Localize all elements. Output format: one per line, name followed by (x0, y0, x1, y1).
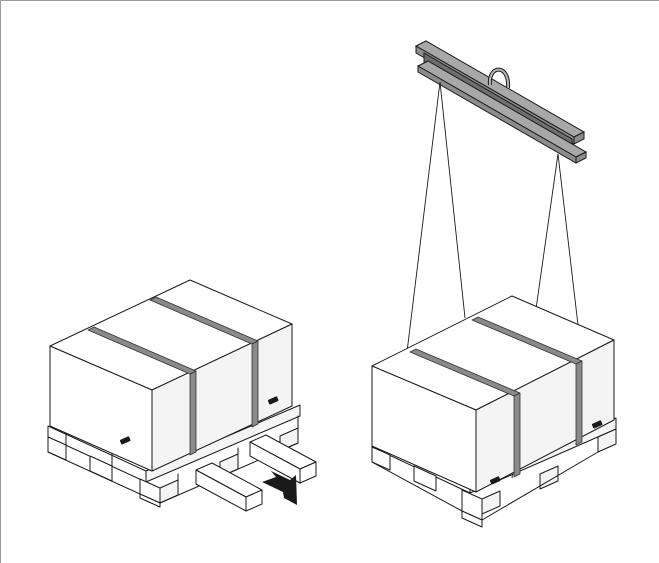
sling-line (439, 81, 466, 319)
pallet-bottom-edge (481, 451, 599, 521)
handle-slot-icon (119, 436, 131, 445)
handle-slot-icon (489, 476, 501, 485)
handle-slot-icon (591, 420, 603, 429)
sling-line (406, 81, 441, 353)
left-pallet (47, 404, 301, 508)
lifting-hook-inner (488, 68, 510, 89)
pallet-bottom-edge (47, 451, 141, 495)
pallet-block (371, 446, 391, 471)
fork-arrow-icon (262, 471, 297, 505)
right-crate (371, 295, 615, 493)
forklift-panel (47, 279, 317, 512)
fork-tine-side (249, 441, 301, 484)
strap-side (575, 360, 583, 446)
beam-end (575, 151, 587, 164)
beam-end (573, 131, 585, 145)
pallet-block (413, 465, 437, 492)
strap-side (251, 340, 259, 428)
left-crate (49, 279, 293, 472)
crane-panel (371, 40, 617, 528)
fork-tine-side (195, 469, 247, 512)
spreader-beam (414, 40, 588, 164)
strap-side (513, 392, 521, 478)
handle-slot-icon (267, 396, 279, 405)
sling-line (557, 153, 579, 326)
pallet-bottom-edge (371, 461, 463, 512)
pallet-block (481, 490, 501, 515)
beam-top-flange (414, 40, 586, 138)
pallet-bottom-board (139, 493, 161, 508)
strap-side (189, 370, 197, 456)
pallet-deck-right-front (145, 404, 301, 483)
forklift-forks (195, 434, 317, 512)
pallet-block (597, 428, 617, 453)
pallet-bottom-board (461, 510, 483, 528)
